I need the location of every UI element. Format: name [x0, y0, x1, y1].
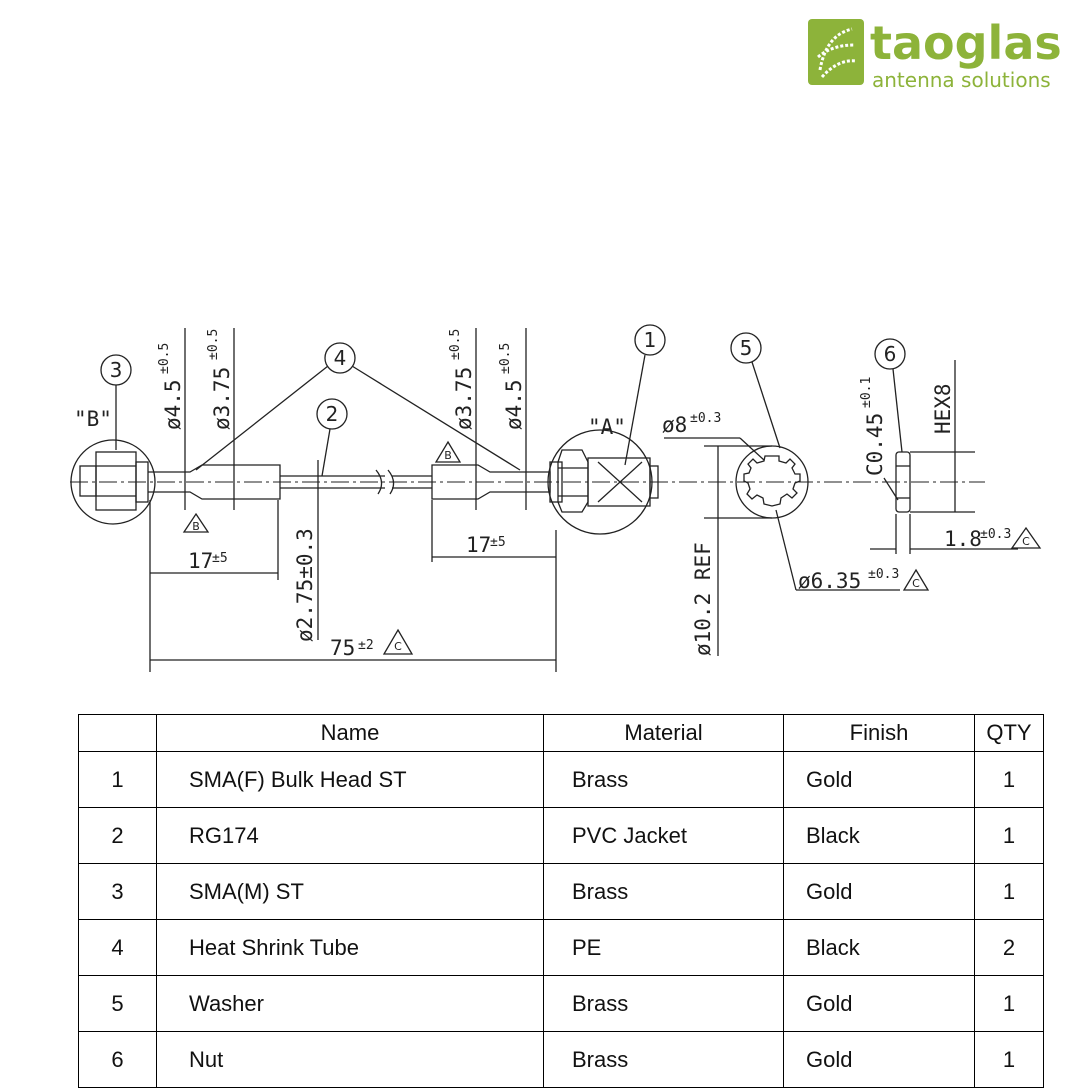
balloon-2: 2 [316, 398, 348, 477]
svg-text:±0.3: ±0.3 [690, 411, 721, 426]
svg-text:2: 2 [326, 402, 339, 426]
svg-text:±5: ±5 [212, 551, 228, 566]
svg-text:C: C [1022, 535, 1030, 548]
svg-text:3: 3 [110, 358, 123, 382]
svg-text:B: B [192, 520, 200, 533]
svg-text:±0.5: ±0.5 [157, 343, 172, 374]
logo-tagline: antenna solutions [872, 68, 1051, 92]
header-index [78, 714, 157, 752]
svg-text:C: C [912, 577, 920, 590]
dim-d375-left: ø3.75 [210, 367, 234, 430]
dim-d45-right: ø4.5 [502, 379, 526, 430]
view-label-a: "A" [588, 415, 626, 439]
dim-hex8: HEX8 [931, 383, 955, 434]
sma-f-bulkhead-connector [549, 449, 659, 513]
svg-text:±5: ±5 [490, 535, 506, 550]
svg-text:5: 5 [740, 336, 753, 360]
taoglas-logo: taoglas antenna solutions [808, 16, 1062, 92]
svg-text:4: 4 [334, 346, 347, 370]
svg-text:C: C [394, 640, 402, 653]
header-material: Material [543, 714, 784, 752]
svg-text:B: B [444, 449, 452, 462]
dim-c045: C0.45 [863, 413, 887, 476]
svg-text:±0.1: ±0.1 [859, 377, 874, 408]
sma-m-connector [79, 451, 149, 511]
svg-text:±0.3: ±0.3 [980, 527, 1011, 542]
balloon-1: 1 [624, 324, 666, 466]
svg-text:±0.5: ±0.5 [206, 329, 221, 360]
view-label-b: "B" [74, 407, 112, 431]
cable-assembly-drawing: 1 2 3 4 5 6 "B" "A" ø4.5 ±0.5 ø3.75 ±0.5… [70, 324, 1042, 672]
dim-len17-right: 17 [466, 533, 491, 557]
table-header-row: Name Material Finish QTY [78, 714, 1044, 752]
svg-text:±0.5: ±0.5 [448, 329, 463, 360]
svg-text:±2: ±2 [358, 638, 374, 653]
header-name: Name [156, 714, 544, 752]
svg-text:±0.3: ±0.3 [868, 567, 899, 582]
dim-d635: ø6.35 [798, 569, 861, 593]
logo-wordmark: taoglas [870, 16, 1062, 70]
dim-d275: ø2.75±0.3 [293, 528, 317, 642]
svg-text:±0.5: ±0.5 [498, 343, 513, 374]
logo-mark [808, 19, 864, 85]
balloon-5: 5 [730, 332, 781, 449]
dim-d375-right: ø3.75 [452, 367, 476, 430]
balloon-4: 4 [195, 342, 521, 471]
header-qty: QTY [974, 714, 1044, 752]
dim-len17-left: 17 [188, 549, 213, 573]
dim-len18: 1.8 [944, 527, 982, 551]
balloon-6: 6 [874, 338, 906, 453]
header-finish: Finish [783, 714, 975, 752]
nut [895, 451, 911, 513]
dim-d8: ø8 [662, 413, 687, 437]
dim-d102-ref: ø10.2 REF [691, 542, 715, 656]
svg-text:1: 1 [644, 328, 657, 352]
dim-d45-left: ø4.5 [161, 379, 185, 430]
svg-text:6: 6 [884, 342, 897, 366]
balloon-3: 3 [100, 354, 132, 450]
dim-len75: 75 [330, 636, 355, 660]
